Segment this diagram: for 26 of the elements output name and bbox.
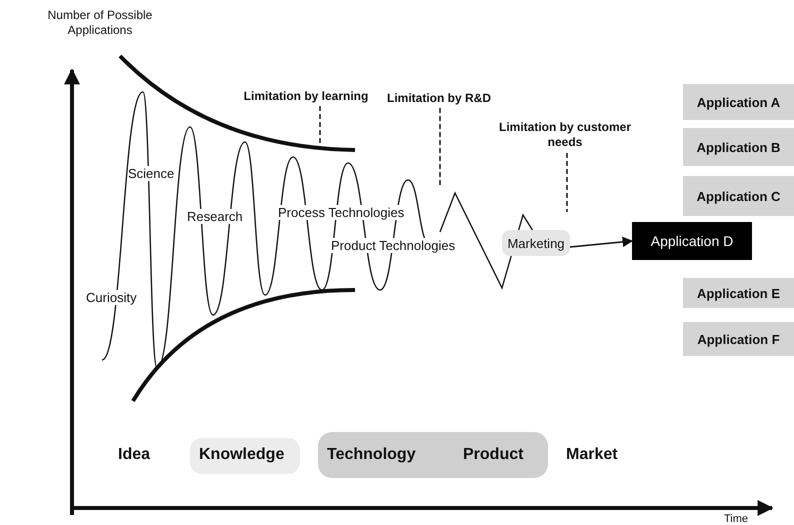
phase-label: Product (463, 446, 524, 464)
leader-line (319, 106, 321, 150)
axis-title: Number of Possible Applications (46, 8, 154, 38)
stage-label: Process Technologies (278, 205, 404, 220)
application-box: Application B (683, 128, 794, 166)
phase-label: Technology (327, 446, 416, 464)
application-box: Application C (683, 176, 794, 216)
stage-label: Research (187, 209, 243, 224)
phase-label: Market (566, 446, 618, 464)
stage-label: Marketing (502, 230, 570, 256)
leader-line (566, 153, 568, 212)
annotation-text: Limitation by customer needs (490, 119, 640, 151)
phase-label: Idea (118, 446, 150, 464)
application-box: Application D (632, 222, 752, 260)
annotation-text: Limitation by R&D (384, 90, 494, 106)
stage-label: Product Technologies (331, 238, 456, 253)
application-box: Application E (683, 278, 794, 308)
application-box: Application F (683, 322, 794, 356)
arrow (570, 236, 634, 248)
leader-line (439, 108, 441, 186)
annotation-text: Limitation by learning (236, 88, 376, 104)
stage-label: Science (128, 166, 174, 181)
axis-label: Time (724, 512, 748, 525)
phase-label: Knowledge (199, 446, 284, 464)
application-box: Application A (683, 84, 794, 120)
stage-label: Curiosity (86, 290, 137, 305)
